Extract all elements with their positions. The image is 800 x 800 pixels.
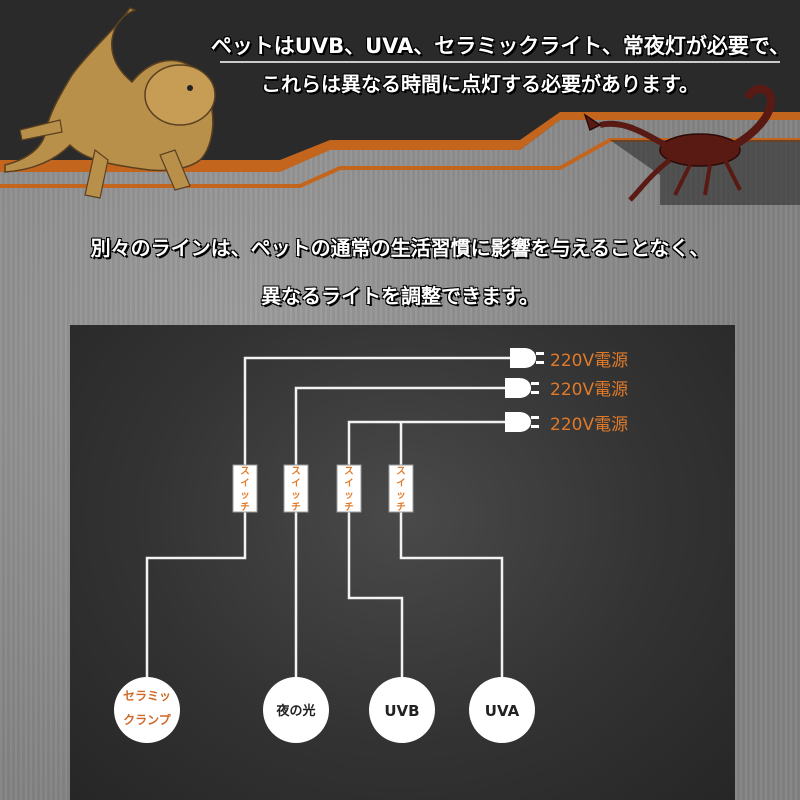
switch-label: スイッチ (344, 466, 354, 513)
switch-label: スイッチ (291, 466, 301, 513)
headline-line-3: 別々のラインは、ペットの通常の生活習慣に影響を与えることなく、 (90, 236, 710, 260)
plug-icon (505, 378, 539, 398)
lizard-image (4, 7, 216, 199)
power-source-2: 220V電源 (505, 378, 628, 400)
output-uvb: UVB (369, 677, 435, 743)
switches: スイッチ スイッチ スイッチ スイッチ (232, 464, 414, 513)
output-label-line-1: セラミッ (123, 689, 171, 703)
wire-ceramic (243, 356, 510, 465)
output-ceramic-lamp: セラミッ クランプ (114, 677, 180, 743)
switch-label: スイッチ (396, 466, 406, 513)
power-label: 220V電源 (550, 380, 628, 400)
power-source-1: 220V電源 (510, 348, 628, 371)
power-source-3: 220V電源 (505, 412, 628, 435)
header-band (0, 0, 800, 205)
output-label-line-2: クランプ (123, 712, 172, 727)
switch-1: スイッチ (232, 464, 258, 513)
output-label: UVA (485, 702, 520, 720)
power-sources: 220V電源 220V電源 220V電源 (505, 348, 628, 435)
output-label: 夜の光 (275, 703, 315, 719)
power-label: 220V電源 (550, 351, 628, 371)
output-night-light: 夜の光 (263, 677, 329, 743)
wire-night-light (294, 386, 505, 465)
output-uva: UVA (469, 677, 535, 743)
outputs: セラミッ クランプ 夜の光 UVB UVA (114, 677, 535, 743)
wires (145, 356, 510, 680)
output-label: UVB (384, 702, 419, 720)
switch-label: スイッチ (240, 466, 250, 513)
power-label: 220V電源 (550, 415, 628, 435)
plug-icon (510, 348, 544, 368)
scorpion-image (583, 84, 775, 202)
headline-line-4: 異なるライトを調整できます。 (261, 284, 539, 308)
switch-2: スイッチ (283, 464, 309, 513)
switch-3: スイッチ (336, 464, 362, 513)
headline-line-2: これらは異なる時間に点灯する必要があります。 (261, 72, 699, 96)
headline-line-1: ペットはUVB、UVA、セラミックライト、常夜灯が必要で、 (210, 34, 790, 58)
wire-uvb-uva (347, 420, 505, 465)
switch-4: スイッチ (388, 464, 414, 513)
plug-icon (505, 412, 539, 432)
